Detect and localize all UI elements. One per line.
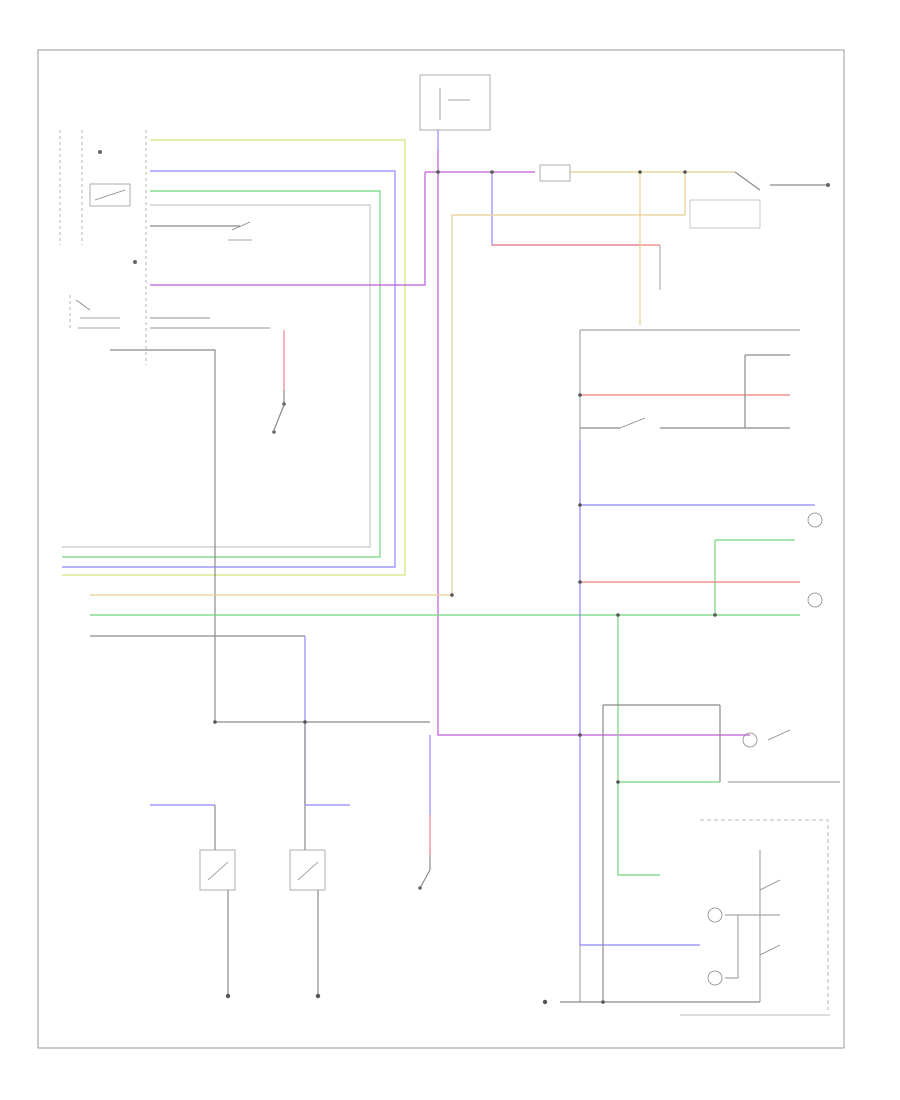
instrument-cluster [59, 130, 147, 365]
diagram-border [37, 49, 845, 1049]
fuse-box [419, 74, 491, 131]
